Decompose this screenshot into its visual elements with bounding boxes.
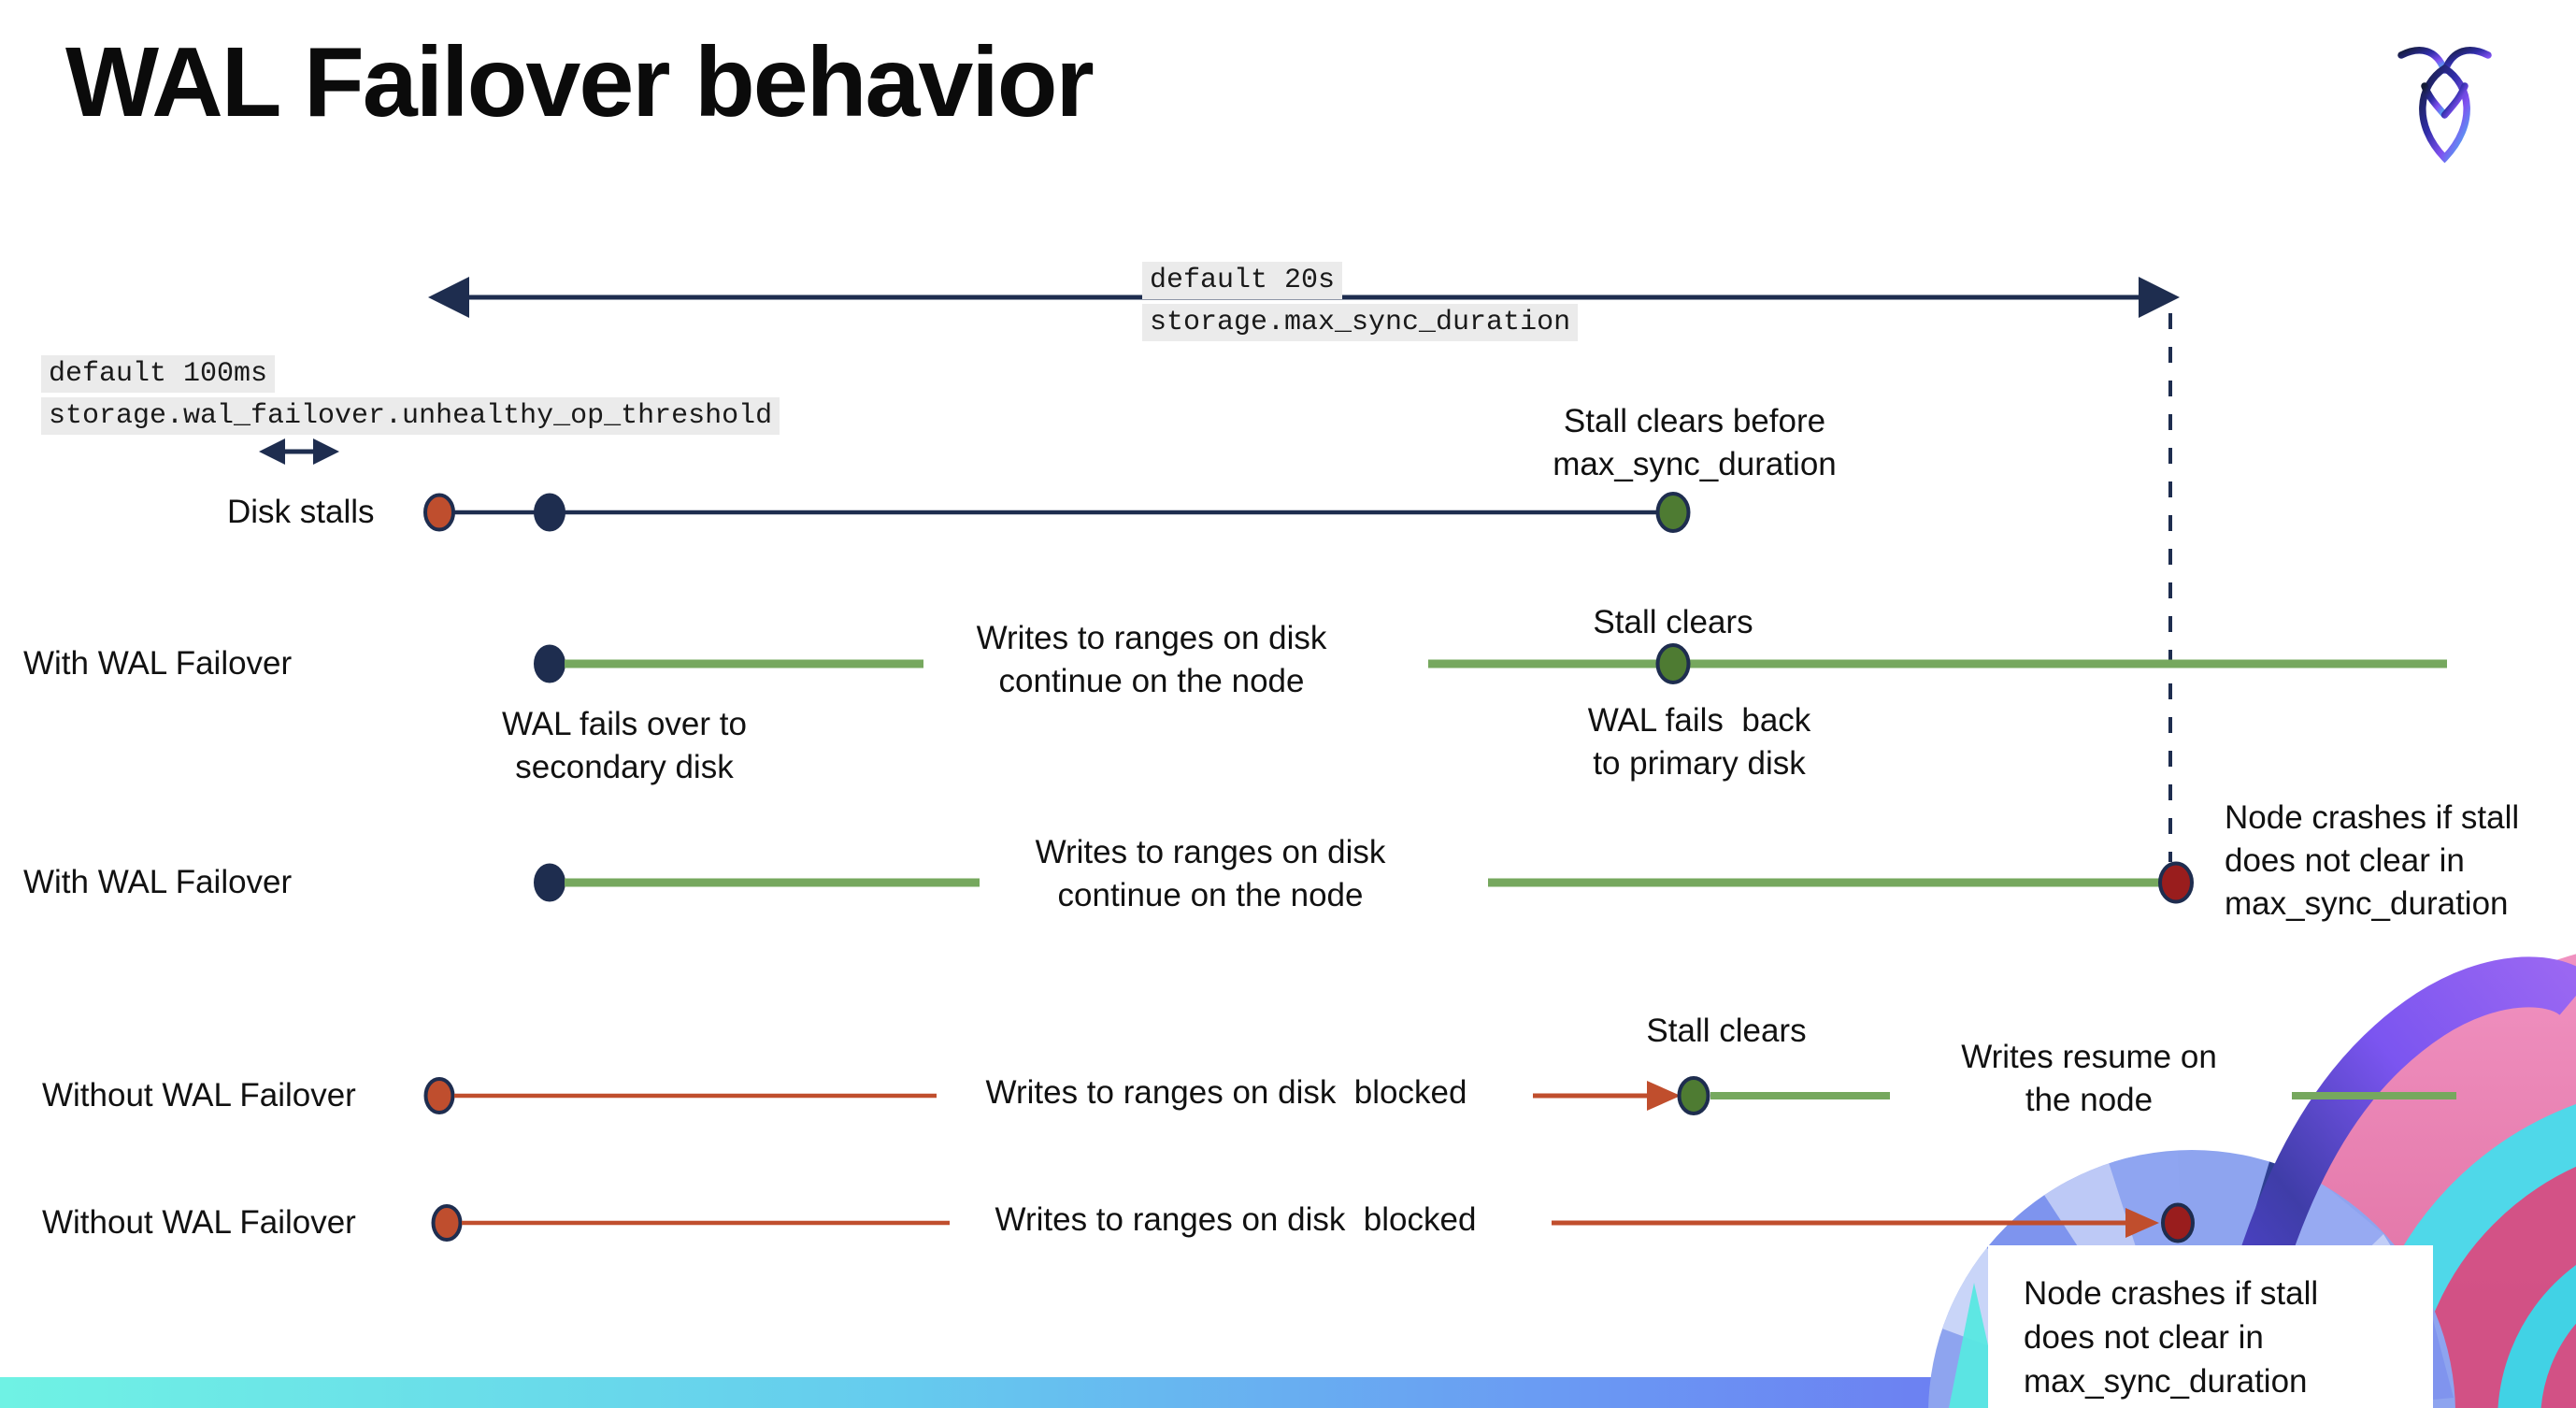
row4-stall-start-dot xyxy=(423,1077,455,1114)
logo-right-arm xyxy=(2440,82,2469,119)
arrowhead-right-small xyxy=(313,438,339,465)
wal-fails-over-note: WAL fails over to secondary disk xyxy=(502,706,747,785)
threshold-setting: storage.wal_failover.unhealthy_op_thresh… xyxy=(41,397,780,435)
page-title: WAL Failover behavior xyxy=(65,27,1095,137)
row3-crash-dot xyxy=(2158,861,2194,904)
row4-stall-clears-dot xyxy=(1677,1076,1710,1115)
row1-stall-clears-dot xyxy=(1655,492,1691,533)
logo-right-antenna xyxy=(2441,47,2492,74)
logo-left-antenna xyxy=(2397,47,2448,74)
row1-label: Disk stalls xyxy=(227,494,375,530)
node-crashes-note-1: Node crashes if stall does not clear in … xyxy=(2225,799,2520,922)
threshold-default: default 100ms xyxy=(41,355,276,393)
unhealthy-op-threshold-label: default 100ms storage.wal_failover.unhea… xyxy=(41,355,780,439)
writes-continue-note-2: Writes to ranges on disk continue on the… xyxy=(1035,834,1386,913)
max-sync-default: default 20s xyxy=(1142,262,1343,299)
logo-left-arm xyxy=(2421,82,2449,119)
arrowhead-right xyxy=(2139,277,2180,318)
max-sync-duration-label: default 20s storage.max_sync_duration xyxy=(1142,262,1579,346)
row1-stall-start-dot xyxy=(423,493,455,532)
writes-resume-note: Writes resume on the node xyxy=(1961,1039,2217,1118)
row5-label: Without WAL Failover xyxy=(42,1204,356,1241)
row1-threshold-dot xyxy=(534,493,565,532)
row2-failover-dot xyxy=(534,644,565,683)
writes-blocked-note-1: Writes to ranges on disk blocked xyxy=(985,1074,1467,1111)
row5-crash-dot xyxy=(2161,1202,2195,1243)
wal-fails-back-note: WAL fails back to primary disk xyxy=(1587,702,1811,782)
row2-stall-clears-dot xyxy=(1655,643,1691,684)
row3-label: With WAL Failover xyxy=(23,864,293,900)
stall-clears-note-2: Stall clears xyxy=(1646,1013,1807,1049)
stall-clears-before-note: Stall clears before max_sync_duration xyxy=(1553,403,1837,482)
max-sync-setting: storage.max_sync_duration xyxy=(1142,304,1579,341)
writes-blocked-note-2: Writes to ranges on disk blocked xyxy=(995,1201,1477,1238)
stall-clears-note-1: Stall clears xyxy=(1593,604,1753,640)
row5-stall-start-dot xyxy=(431,1204,463,1242)
row4-label: Without WAL Failover xyxy=(42,1077,356,1113)
row2-label: With WAL Failover xyxy=(23,645,293,682)
row4-red-arrowhead xyxy=(1647,1081,1681,1111)
row5-red-arrowhead xyxy=(2125,1208,2159,1238)
arrowhead-left-small xyxy=(259,438,285,465)
node-crash-callout: Node crashes if stall does not clear in … xyxy=(1988,1245,2433,1408)
cockroachdb-logo-icon xyxy=(2397,47,2492,164)
arrowhead-left xyxy=(428,277,469,318)
writes-continue-note-1: Writes to ranges on disk continue on the… xyxy=(976,620,1327,699)
row3-failover-dot xyxy=(534,863,565,902)
